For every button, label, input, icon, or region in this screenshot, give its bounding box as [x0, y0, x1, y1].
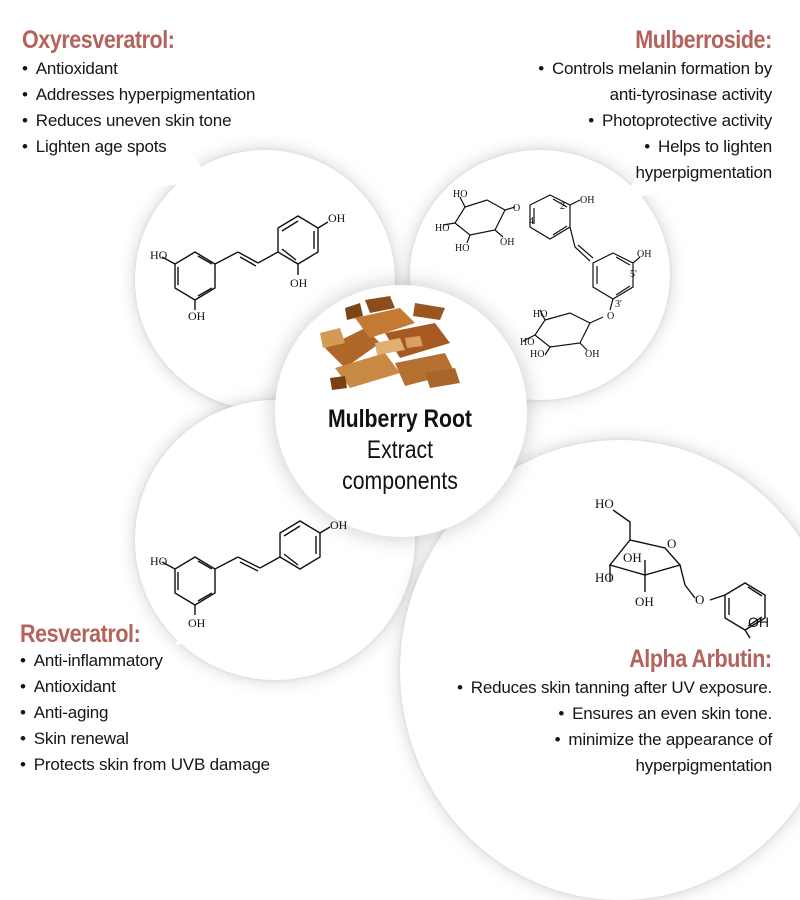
svg-text:OH: OH: [188, 309, 206, 323]
svg-text:HO: HO: [150, 248, 168, 262]
list-item: •Photoprotective activity: [588, 111, 772, 130]
svg-text:OH: OH: [637, 249, 651, 260]
list-item: Lighten age spots: [22, 134, 255, 160]
mulberroside-structure: O HO HO HO OH 4 2 OH OH 5' 3' O HO HO HO…: [435, 189, 651, 360]
resveratrol-tail: [175, 595, 235, 645]
list-item: Protects skin from UVB damage: [20, 752, 270, 778]
svg-text:HO: HO: [520, 337, 534, 348]
svg-text:4: 4: [529, 216, 534, 227]
svg-text:5': 5': [630, 269, 637, 280]
alpha-arbutin-points: •Reduces skin tanning after UV exposure.…: [457, 675, 772, 779]
svg-text:HO: HO: [453, 189, 467, 200]
list-item: •Controls melanin formation by: [538, 59, 772, 78]
alpha-arbutin-title: Alpha Arbutin:: [629, 645, 773, 673]
list-item: •Reduces skin tanning after UV exposure.: [457, 678, 772, 697]
oxyresveratrol-points: Antioxidant Addresses hyperpigmentation …: [22, 56, 256, 160]
svg-text:O: O: [513, 203, 520, 214]
list-item: Reduces uneven skin tone: [22, 108, 255, 134]
svg-text:HO: HO: [455, 243, 469, 254]
mulberroside-points: •Controls melanin formation by anti-tyro…: [538, 56, 772, 186]
svg-text:OH: OH: [328, 211, 346, 225]
svg-text:O: O: [607, 311, 614, 322]
svg-text:OH: OH: [585, 349, 599, 360]
svg-text:OH: OH: [290, 276, 308, 290]
svg-text:HO: HO: [595, 570, 614, 585]
center-label: Mulberry Root Extract components: [300, 404, 500, 497]
list-item: Anti-inflammatory: [20, 648, 270, 674]
list-item: Addresses hyperpigmentation: [22, 82, 256, 108]
svg-text:HO: HO: [530, 349, 544, 360]
oxyresveratrol-structure: HO OH OH OH: [150, 211, 346, 323]
svg-text:OH: OH: [580, 195, 594, 206]
svg-text:HO: HO: [533, 309, 547, 320]
list-item: Antioxidant: [22, 56, 255, 82]
svg-text:3': 3': [615, 299, 622, 310]
center-title: Mulberry Root: [327, 405, 473, 433]
list-item: anti-tyrosinase activity: [609, 85, 773, 104]
svg-text:HO: HO: [435, 223, 449, 234]
mulberry-root-image: [320, 296, 460, 390]
list-item: Antioxidant: [20, 674, 270, 700]
alpha-arbutin-oh-label: OH: [748, 614, 769, 630]
list-item: •Ensures an even skin tone.: [558, 704, 772, 723]
svg-text:OH: OH: [635, 594, 654, 609]
oxyresveratrol-title: Oxyresveratrol:: [22, 26, 175, 54]
svg-text:O: O: [695, 592, 704, 607]
list-item: •Helps to lighten: [644, 137, 772, 156]
svg-text:HO: HO: [150, 554, 168, 568]
svg-text:OH: OH: [500, 237, 514, 248]
svg-text:2: 2: [560, 201, 565, 212]
resveratrol-title: Resveratrol:: [20, 620, 141, 648]
svg-text:O: O: [667, 536, 676, 551]
alpha-arbutin-structure: HO O OH HO OH O: [595, 496, 766, 639]
svg-text:HO: HO: [595, 496, 614, 511]
list-item: Anti-aging: [20, 700, 270, 726]
svg-text:OH: OH: [330, 518, 348, 532]
list-item: hyperpigmentation: [635, 756, 773, 775]
resveratrol-points: Anti-inflammatory Antioxidant Anti-aging…: [20, 648, 270, 778]
center-subtitle-2: components: [342, 467, 458, 495]
list-item: hyperpigmentation: [635, 163, 773, 182]
resveratrol-structure: HO OH OH: [150, 518, 348, 630]
svg-text:OH: OH: [188, 616, 206, 630]
mulberroside-title: Mulberroside:: [635, 26, 772, 54]
list-item: Skin renewal: [20, 726, 270, 752]
svg-text:OH: OH: [623, 550, 642, 565]
list-item: •minimize the appearance of: [554, 730, 773, 749]
mulberroside-tail: [620, 170, 690, 205]
center-subtitle-1: Extract: [366, 436, 434, 464]
